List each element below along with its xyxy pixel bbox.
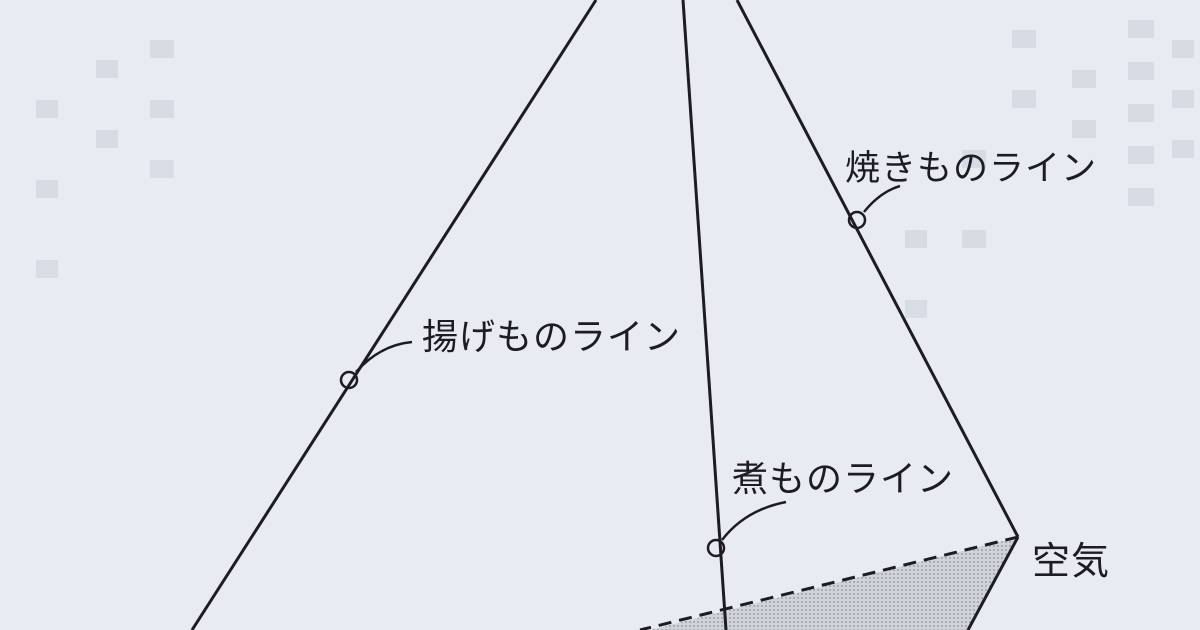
air-label: 空気 [1032, 539, 1111, 583]
fry-line [190, 0, 598, 630]
fry-point-marker [339, 370, 359, 390]
simmer-line [681, 0, 728, 630]
grill-point-marker [847, 210, 867, 230]
fry-leader [355, 340, 413, 373]
air-dashed-edge [639, 535, 1019, 630]
air-right-edge [966, 536, 1020, 630]
simmer-point-marker [706, 538, 726, 558]
simmer-leader [721, 500, 787, 541]
grill-leader [863, 184, 901, 213]
grill-line [735, 0, 1020, 538]
simmer-line-label: 煮ものライン [732, 459, 955, 500]
fry-line-label: 揚げものライン [422, 317, 682, 358]
grill-line-label: 焼きものライン [845, 149, 1098, 189]
